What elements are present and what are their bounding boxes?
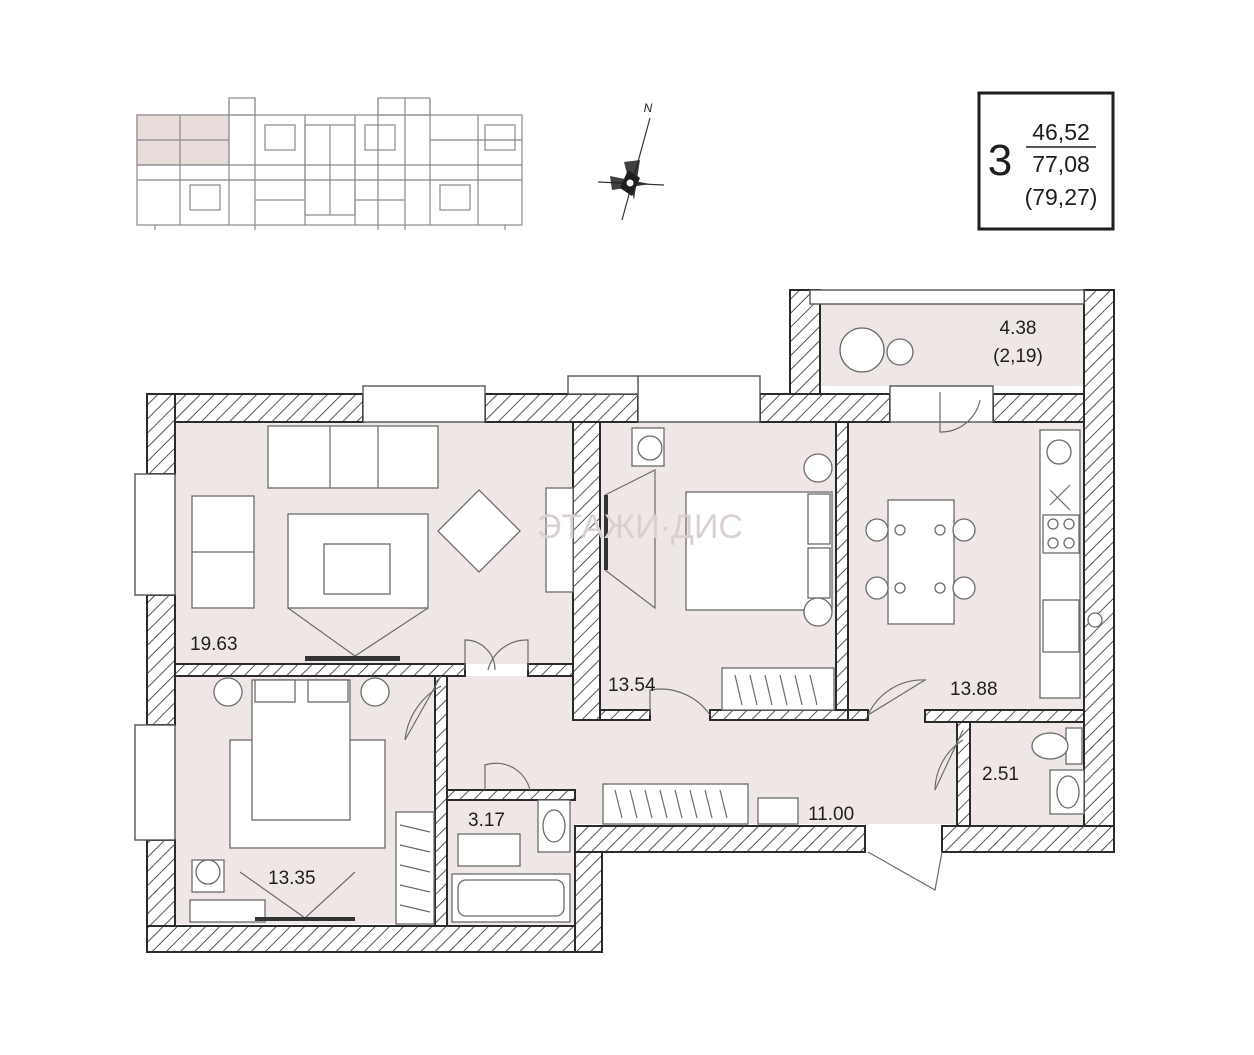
washing-machine-icon bbox=[457, 833, 521, 867]
living-room-furniture bbox=[191, 425, 574, 661]
doors bbox=[404, 392, 981, 891]
wall-right-outer bbox=[1083, 289, 1115, 836]
bedroom-top-furniture bbox=[604, 427, 835, 711]
label-bathroom: 3.17 bbox=[468, 810, 505, 831]
label-balcony-area: 4.38 bbox=[1000, 318, 1037, 339]
room-labels: 19.63 13.54 13.88 4.38 (2,19) 13.35 3.17… bbox=[190, 318, 1043, 889]
double-bed-bottom-icon bbox=[251, 679, 351, 821]
label-bedroom-bottom: 13.35 bbox=[268, 868, 316, 889]
nightstand-icon bbox=[803, 453, 833, 483]
label-bedroom-top: 13.54 bbox=[608, 675, 656, 696]
door-balcony bbox=[939, 392, 981, 433]
wall-bedroom-hall-a bbox=[599, 709, 651, 721]
total-area-with-balcony: (79,27) bbox=[1025, 184, 1098, 210]
nightstand-bottom-icon bbox=[213, 677, 243, 707]
kitchen-counter-icon bbox=[1039, 429, 1081, 699]
label-toilet: 2.51 bbox=[982, 764, 1019, 785]
balcony-furniture bbox=[839, 327, 914, 373]
window-bedroom-top bbox=[637, 375, 761, 423]
hallway-furniture bbox=[602, 783, 799, 825]
wall-bottom-left bbox=[146, 925, 603, 953]
tv-stand-icon bbox=[545, 487, 574, 593]
door-bedroom-bottom bbox=[404, 675, 442, 741]
toilet-furniture bbox=[1031, 727, 1085, 815]
boiler-icon bbox=[1087, 612, 1103, 628]
label-living-room: 19.63 bbox=[190, 634, 238, 655]
wall-top-kitchen bbox=[992, 393, 1085, 423]
desk-icon bbox=[189, 899, 266, 923]
wardrobe-icon bbox=[721, 667, 835, 711]
wall-living-bedroom bbox=[572, 421, 601, 721]
kitchen-furniture bbox=[865, 429, 1103, 699]
windows bbox=[134, 289, 1085, 841]
fridge-icon bbox=[1046, 439, 1072, 465]
key-plan bbox=[136, 97, 523, 230]
wall-top-right bbox=[759, 393, 891, 423]
bedroom-bottom-furniture bbox=[189, 677, 435, 925]
wall-living-bedroom2 bbox=[174, 663, 466, 677]
living-area: 46,52 bbox=[1032, 119, 1090, 145]
wall-kitchen-hall-b bbox=[924, 709, 1085, 723]
tv-view-lines-bedroom bbox=[604, 469, 656, 610]
tv-icon bbox=[305, 656, 400, 661]
info-box-frame bbox=[977, 91, 1115, 231]
label-kitchen: 13.88 bbox=[950, 679, 998, 700]
door-kitchen bbox=[867, 679, 927, 716]
hall-bench-icon bbox=[757, 797, 799, 825]
door-living bbox=[464, 639, 496, 671]
wall-living-hall bbox=[527, 663, 574, 677]
compass-north-label: N bbox=[644, 101, 653, 115]
wall-bedroom-hall-b bbox=[709, 709, 849, 721]
toilet-icon bbox=[1031, 732, 1069, 760]
coffee-table-icon bbox=[323, 543, 391, 595]
wall-toilet bbox=[956, 721, 971, 827]
stove-icon bbox=[1042, 514, 1080, 554]
window-living-top bbox=[362, 385, 486, 423]
wall-kitchen-hall-a bbox=[847, 709, 869, 721]
sink-icon bbox=[1042, 599, 1080, 653]
window-bedroom-left bbox=[134, 724, 176, 841]
utensils-icon bbox=[1049, 484, 1071, 511]
total-area: 77,08 bbox=[1032, 151, 1090, 177]
sofa-icon bbox=[267, 425, 439, 489]
dining-table-icon bbox=[887, 499, 955, 625]
room-count: 3 bbox=[988, 136, 1012, 185]
balcony-chair-icon bbox=[839, 327, 885, 373]
door-toilet bbox=[934, 729, 964, 791]
label-hallway: 11.00 bbox=[808, 804, 854, 825]
compass: N bbox=[597, 101, 665, 221]
door-bedroom-top bbox=[649, 688, 711, 716]
walls bbox=[146, 289, 1115, 953]
bathroom-furniture bbox=[451, 799, 571, 923]
apartment-info-box: 3 46,52 77,08 (79,27) bbox=[977, 91, 1115, 231]
door-entrance bbox=[867, 851, 943, 891]
wall-left-top bbox=[146, 393, 176, 475]
label-balcony-reduced: (2,19) bbox=[993, 346, 1043, 367]
wall-top-mid bbox=[484, 393, 639, 423]
key-plan-walls bbox=[137, 97, 522, 230]
wall-left-mid bbox=[146, 594, 176, 726]
wall-bath-top bbox=[446, 789, 576, 801]
wall-bedroom-kitchen bbox=[835, 421, 849, 711]
wall-bottom-hall bbox=[574, 825, 866, 853]
armchair-icon bbox=[437, 489, 521, 573]
window-sill-left bbox=[567, 375, 639, 395]
wall-top-left bbox=[146, 393, 364, 423]
watermark: ЭТАЖИ·ДИС bbox=[537, 508, 743, 546]
wall-bedroom2-hall bbox=[434, 675, 448, 927]
window-kitchen bbox=[889, 385, 994, 423]
balcony-table-icon bbox=[886, 338, 914, 366]
wall-balcony-left bbox=[789, 289, 821, 395]
wall-bottom-right bbox=[941, 825, 1115, 853]
window-living-left bbox=[134, 473, 176, 596]
door-bathroom bbox=[484, 762, 531, 791]
window-balcony bbox=[809, 289, 1085, 305]
